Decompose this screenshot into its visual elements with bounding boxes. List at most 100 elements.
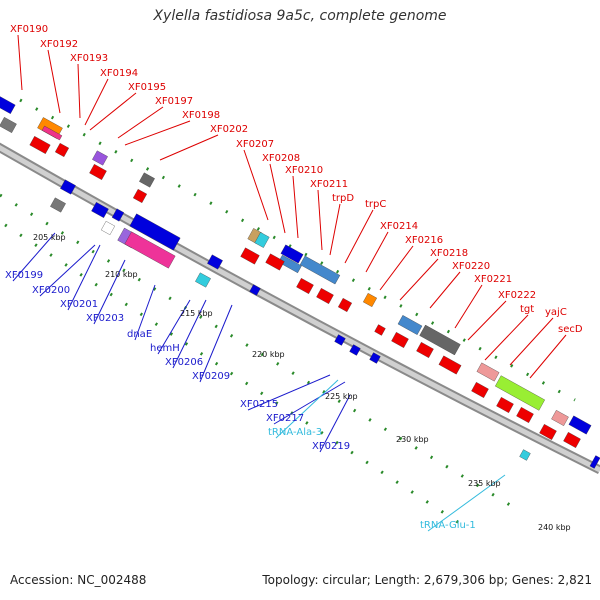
kbp-tick-label: 230 kbp [396,435,429,444]
kbp-tick-label: 220 kbp [252,350,285,359]
gene-feature [89,164,107,180]
kbp-tick-label: 235 kbp [468,479,501,488]
label-leader [275,379,339,439]
gene-feature [249,284,261,296]
gene-feature [471,382,489,398]
gene-label: XF0194 [100,68,138,79]
gene-label: XF0199 [5,270,43,281]
gene-label: XF0216 [405,235,443,246]
gene-feature [397,315,423,335]
label-leader [12,232,56,282]
gene-feature [280,244,304,264]
gene-label: XF0214 [380,221,418,232]
topology-text: Topology: circular; Length: 2,679,306 bp… [262,573,592,587]
gene-label: XF0203 [86,313,124,324]
gene-feature [0,96,16,114]
gene-feature [296,278,314,294]
gene-labels: XF0190XF0192XF0193XF0194XF0195XF0197XF01… [5,24,583,531]
gene-feature [438,355,462,375]
gene-label: tRNA-Glu-1 [420,520,476,531]
gene-feature [476,362,500,382]
gene-label: XF0197 [155,96,193,107]
label-leader [317,189,323,251]
gene-feature [316,288,334,304]
gene-feature [568,415,592,435]
gene-feature [369,352,381,364]
gene-label: XF0221 [474,274,512,285]
label-leader [484,314,529,361]
gene-label: XF0208 [262,153,300,164]
gene-label: XF0220 [452,261,490,272]
gene-features [0,96,600,469]
gene-label: XF0207 [236,139,274,150]
gene-feature [495,375,545,411]
kbp-tick-label: 210 kbp [105,270,138,279]
label-leader [89,92,137,131]
gene-label: XF0222 [498,290,536,301]
accession-text: Accession: NC_002488 [10,573,147,587]
label-leader [429,271,461,309]
label-leader [509,317,554,366]
gene-label: XF0201 [60,299,98,310]
gene-label: trpC [365,199,386,210]
dotted-track-2 [0,219,471,532]
gene-feature [589,455,600,469]
label-leader [172,299,207,369]
kbp-tick-label: 215 kbp [180,309,213,318]
gene-label: XF0206 [165,357,203,368]
gene-label: tgt [520,304,534,315]
gene-feature [91,202,109,218]
label-leader [344,209,374,264]
gene-label: yajC [545,307,567,318]
dotted-track-0 [19,98,576,402]
gene-feature [111,208,125,222]
gene-feature [129,213,181,251]
gene-feature [100,220,116,236]
gene-feature [374,324,386,336]
gene-label: XF0210 [285,165,323,176]
gene-feature [195,272,211,288]
gene-feature [337,297,353,313]
gene-label: dnaE [127,329,152,340]
gene-feature [299,255,341,285]
gene-feature [207,254,223,270]
gene-feature [139,172,155,188]
gene-feature [349,344,361,356]
label-leader [529,334,567,379]
gene-feature [496,397,514,413]
gene-feature [54,142,70,158]
gene-feature [132,188,148,204]
label-leader [157,299,191,355]
label-leader [273,381,346,425]
label-leader [47,49,61,114]
label-leader [124,120,191,146]
label-leader [329,203,341,256]
gene-feature [551,410,569,426]
gene-feature [254,232,270,248]
label-leader [67,244,101,311]
label-leader [399,258,439,301]
gene-label: XF0215 [240,399,278,410]
gene-label: tRNA-Ala-3 [268,427,322,438]
label-leader [199,304,233,383]
label-leader [319,394,351,453]
gene-feature [0,117,17,133]
gene-label: XF0190 [10,24,48,35]
kbp-tick-label: 240 kbp [538,523,571,532]
gene-feature [563,432,581,448]
label-leader [269,163,286,234]
gene-label: XF0198 [182,110,220,121]
label-leader [247,374,331,411]
gene-label: XF0211 [310,179,348,190]
map-title: Xylella fastidiosa 9a5c, complete genome [153,8,447,24]
label-leader [379,245,414,291]
gene-label: XF0219 [312,441,350,452]
label-leader [292,175,299,239]
gene-feature [265,253,285,271]
kbp-tick-label: 225 kbp [325,392,358,401]
gene-label: XF0195 [128,82,166,93]
label-leader [93,259,126,325]
label-leader [467,300,507,341]
